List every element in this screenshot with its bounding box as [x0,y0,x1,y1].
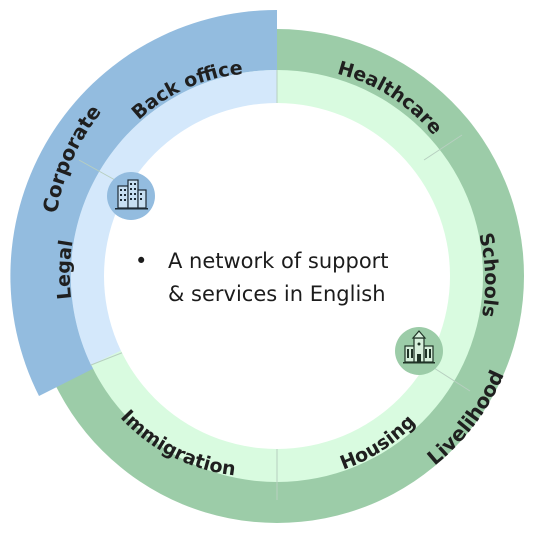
town-hall-icon [395,327,443,375]
svg-text:Legal: Legal [53,238,78,300]
center-text-line-1: A network of support [168,249,389,273]
center-description: • A network of support & services in Eng… [135,245,435,311]
inner-segment-label-legal: Legal [53,238,78,300]
center-text-line-2: & services in English [168,282,386,306]
bullet-icon: • [135,249,148,273]
center-circle [104,103,450,449]
office-building-icon [107,172,155,220]
section-dividers [78,70,471,500]
